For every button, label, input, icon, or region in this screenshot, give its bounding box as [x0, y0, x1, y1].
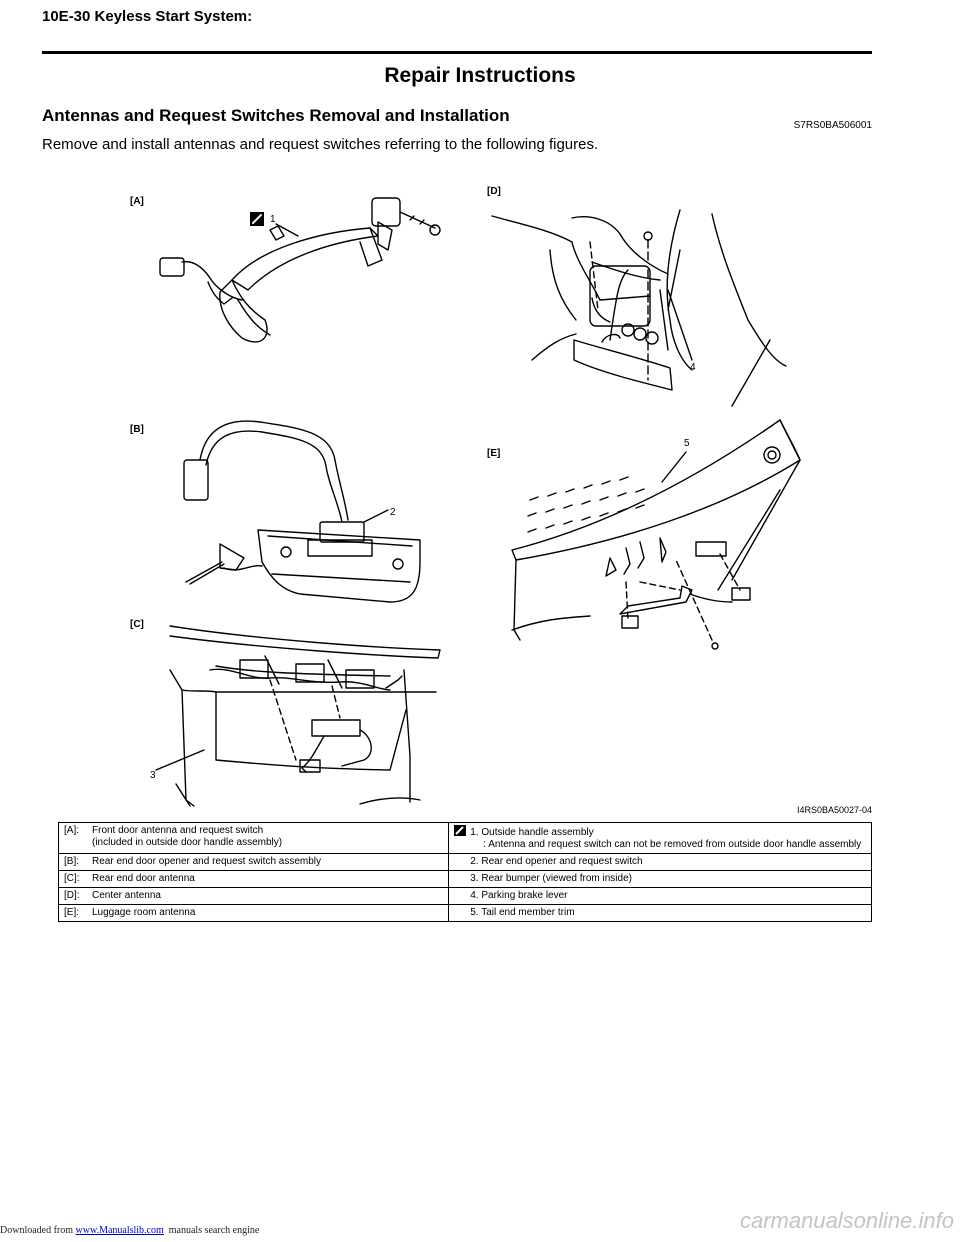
- legend-item-2: : Antenna and request switch can not be …: [483, 839, 862, 850]
- watermark: carmanualsonline.info: [739, 1208, 954, 1233]
- panel-label-e: [E]: [487, 448, 500, 459]
- legend-key-cell: [D]: Center antenna: [57, 887, 450, 905]
- callout-2: 2: [390, 507, 396, 518]
- legend-num: 2.: [470, 856, 479, 867]
- procedure-intro: Remove and install antennas and request …: [42, 136, 599, 153]
- note-icon: [454, 825, 467, 836]
- page-header-title: 10E-30 Keyless Start System:: [42, 8, 253, 25]
- legend-key: [A]:: [64, 825, 80, 836]
- legend-key-cell: [C]: Rear end door antenna: [57, 870, 450, 888]
- legend-row: [D]: Center antenna 4. Parking brake leve…: [57, 887, 872, 905]
- procedure-title: Antennas and Request Switches Removal an…: [42, 106, 510, 125]
- legend-item: Rear end opener and request switch: [481, 856, 643, 867]
- legend-num: 5.: [470, 907, 479, 918]
- legend-desc: Front door antenna and request switch: [92, 825, 264, 836]
- legend-key-cell: [E]: Luggage room antenna: [57, 904, 450, 922]
- section-title: Repair Instructions: [384, 64, 576, 87]
- panel-label-b: [B]: [130, 424, 144, 435]
- legend-item-cell: 4. Parking brake lever: [448, 887, 872, 905]
- footer: Downloaded from www.Manualslib.com manua…: [0, 1225, 259, 1236]
- legend-num: 1.: [470, 827, 479, 838]
- legend-key-cell: [A]: Front door antenna and request switc…: [57, 822, 450, 854]
- legend-row: [E]: Luggage room antenna 5. Tail end mem…: [57, 904, 872, 922]
- legend-table: [A]: Front door antenna and request switc…: [57, 822, 872, 922]
- legend-num: 4.: [470, 890, 479, 901]
- figure-code: I4RS0BA50027-04: [797, 805, 872, 815]
- callout-4: 4: [690, 362, 696, 373]
- legend-row: [C]: Rear end door antenna 3. Rear bumper…: [57, 870, 872, 888]
- legend-num: 3.: [470, 873, 479, 884]
- manualslib-link[interactable]: www.Manualslib.com: [75, 1225, 164, 1236]
- legend-desc: Rear end door antenna: [92, 873, 195, 884]
- footer-suffix: manuals search engine: [163, 1225, 260, 1236]
- legend-desc: Rear end door opener and request switch …: [92, 856, 322, 867]
- luggage-antenna-drawing: [511, 419, 801, 650]
- panel-label-a: [A]: [130, 196, 144, 207]
- legend-item-cell: 3. Rear bumper (viewed from inside): [448, 870, 872, 888]
- rear-bumper-drawing: [169, 625, 441, 807]
- note-icon: [250, 212, 264, 226]
- legend-item-cell: 2. Rear end opener and request switch: [448, 853, 872, 871]
- figure-antennas: [A] [D] [B] [E] [C] 1: [120, 170, 880, 820]
- legend-key: [B]:: [64, 856, 80, 867]
- legend-item: Tail end member trim: [481, 907, 575, 918]
- legend-desc-2: (included in outside door handle assembl…: [92, 837, 283, 848]
- header-rule: [42, 51, 872, 54]
- callout-5: 5: [684, 438, 690, 449]
- footer-prefix: Downloaded from: [0, 1225, 76, 1236]
- legend-row: [B]: Rear end door opener and request swi…: [57, 853, 872, 871]
- legend-key: [D]:: [64, 890, 80, 901]
- legend-desc: Center antenna: [92, 890, 161, 901]
- panel-label-c: [C]: [130, 619, 144, 630]
- outside-handle-drawing: [159, 197, 441, 343]
- legend-item: Rear bumper (viewed from inside): [481, 873, 632, 884]
- legend-desc: Luggage room antenna: [92, 907, 196, 918]
- legend-item-cell: 5. Tail end member trim: [448, 904, 872, 922]
- legend-item: Parking brake lever: [481, 890, 568, 901]
- legend-row: [A]: Front door antenna and request switc…: [57, 822, 872, 854]
- callout-3: 3: [150, 770, 156, 781]
- legend-key: [E]:: [64, 907, 80, 918]
- legend-item-cell: 1. Outside handle assembly : Antenna and…: [448, 822, 872, 854]
- panel-label-d: [D]: [487, 186, 501, 197]
- legend-key-cell: [B]: Rear end door opener and request swi…: [57, 853, 450, 871]
- figure-illustration: [A] [D] [B] [E] [C] 1: [130, 186, 872, 815]
- procedure-code: S7RS0BA506001: [793, 120, 872, 131]
- rear-opener-drawing: [183, 420, 421, 603]
- legend-key: [C]:: [64, 873, 80, 884]
- callout-1: 1: [270, 214, 276, 225]
- legend-item: Outside handle assembly: [481, 827, 594, 838]
- center-antenna-drawing: [491, 209, 787, 407]
